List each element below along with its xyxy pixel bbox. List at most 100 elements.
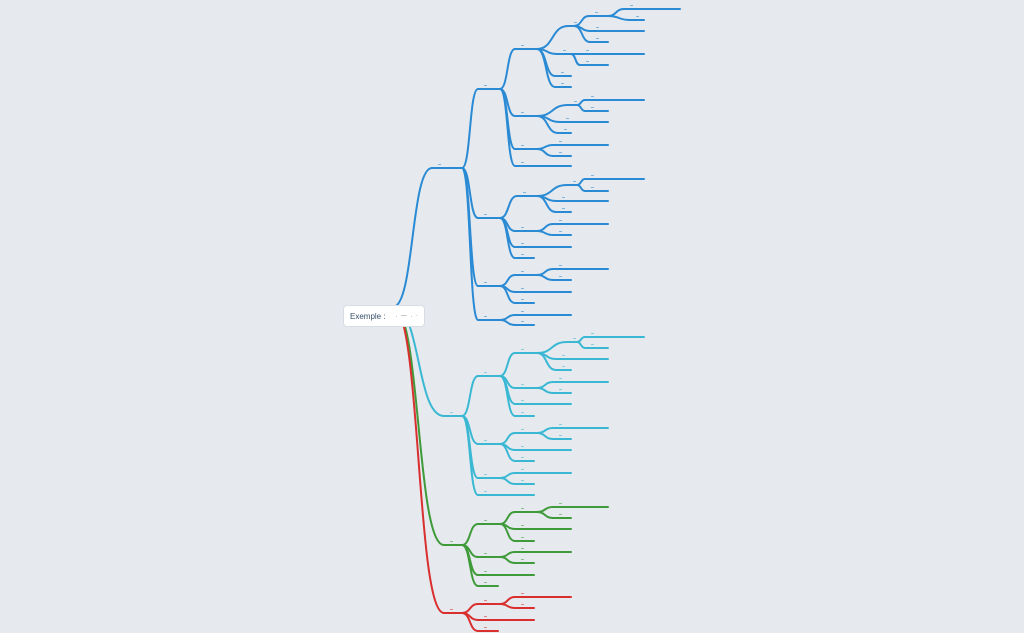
node-label-mark bbox=[521, 112, 524, 113]
node-label-mark bbox=[521, 145, 524, 146]
node-label-mark bbox=[521, 254, 524, 255]
node-label-mark bbox=[586, 50, 589, 51]
root-node[interactable]: Exemple : . — . · bbox=[344, 306, 424, 326]
node-label-mark bbox=[574, 101, 577, 102]
branch-connector bbox=[536, 274, 554, 281]
branch-connector bbox=[536, 184, 568, 197]
node-label-mark bbox=[484, 571, 487, 572]
branch-connector bbox=[461, 415, 479, 496]
node-label-mark bbox=[521, 593, 524, 594]
node-label-mark bbox=[521, 349, 524, 350]
branch-connector bbox=[536, 48, 556, 88]
node-label-mark bbox=[591, 107, 594, 108]
node-label-mark bbox=[521, 299, 524, 300]
branch-connector bbox=[536, 104, 569, 117]
branch-connector bbox=[499, 48, 516, 90]
node-label-mark bbox=[562, 208, 565, 209]
branch-connector bbox=[499, 443, 516, 462]
branch-connector bbox=[461, 603, 479, 614]
node-label-mark bbox=[562, 197, 565, 198]
branch-connector bbox=[536, 195, 557, 213]
node-label-mark bbox=[559, 503, 562, 504]
node-label-mark bbox=[521, 271, 524, 272]
branch-connector bbox=[576, 178, 586, 186]
node-label-mark bbox=[559, 265, 562, 266]
node-label-mark bbox=[484, 214, 487, 215]
node-label-mark bbox=[591, 344, 594, 345]
branch-connector bbox=[570, 53, 581, 66]
branch-connector bbox=[499, 432, 516, 445]
node-label-mark bbox=[484, 627, 487, 628]
node-label-mark bbox=[559, 424, 562, 425]
branch-connector bbox=[536, 387, 554, 394]
branch-connector bbox=[461, 544, 479, 587]
branch-connector bbox=[499, 523, 516, 542]
branch-connector bbox=[499, 596, 516, 605]
node-label-mark bbox=[559, 152, 562, 153]
node-label-mark bbox=[521, 384, 524, 385]
node-label-mark bbox=[521, 525, 524, 526]
node-label-mark bbox=[559, 378, 562, 379]
node-label-mark bbox=[586, 61, 589, 62]
node-label-mark bbox=[630, 5, 633, 6]
node-label-mark bbox=[484, 282, 487, 283]
branch-connector bbox=[499, 285, 516, 304]
node-label-mark bbox=[484, 440, 487, 441]
node-label-mark bbox=[559, 141, 562, 142]
node-label-mark bbox=[573, 338, 576, 339]
mind-map-node-labels bbox=[438, 5, 639, 628]
branch-connector bbox=[536, 148, 554, 157]
branch-connector bbox=[461, 612, 479, 632]
node-label-mark bbox=[484, 491, 487, 492]
node-label-mark bbox=[591, 333, 594, 334]
branch-connector bbox=[499, 477, 516, 485]
node-label-mark bbox=[521, 548, 524, 549]
node-label-mark bbox=[450, 541, 453, 542]
node-label-mark bbox=[591, 96, 594, 97]
branch-connector bbox=[499, 375, 516, 417]
branch-connector bbox=[499, 274, 516, 287]
node-label-mark bbox=[559, 276, 562, 277]
node-label-mark bbox=[484, 316, 487, 317]
branch-connector bbox=[461, 523, 479, 546]
node-label-mark bbox=[564, 129, 567, 130]
node-label-mark bbox=[521, 400, 524, 401]
node-label-mark bbox=[521, 243, 524, 244]
node-label-mark bbox=[573, 181, 576, 182]
branch-connector bbox=[536, 341, 568, 354]
node-label-mark bbox=[559, 220, 562, 221]
mind-map-edges bbox=[392, 8, 681, 632]
branch-connector bbox=[576, 104, 586, 112]
node-label-mark bbox=[521, 429, 524, 430]
branch-connector bbox=[607, 8, 625, 17]
branch-connector bbox=[576, 184, 586, 192]
branch-connector bbox=[573, 25, 591, 43]
node-label-mark bbox=[559, 514, 562, 515]
node-label-mark bbox=[561, 72, 564, 73]
branch-connector bbox=[536, 223, 554, 232]
branch-connector bbox=[607, 15, 631, 21]
node-label-mark bbox=[521, 412, 524, 413]
node-label-mark bbox=[566, 118, 569, 119]
node-label-mark bbox=[484, 582, 487, 583]
node-label-mark bbox=[562, 355, 565, 356]
branch-connector bbox=[461, 167, 479, 321]
node-label-mark bbox=[521, 480, 524, 481]
branch-connector bbox=[536, 268, 554, 276]
branch-connector bbox=[461, 88, 479, 169]
node-label-mark bbox=[596, 38, 599, 39]
node-label-mark bbox=[484, 474, 487, 475]
branch-connector bbox=[499, 319, 516, 326]
branch-connector bbox=[573, 15, 590, 27]
node-label-mark bbox=[562, 366, 565, 367]
node-label-mark bbox=[484, 520, 487, 521]
node-label-mark bbox=[521, 508, 524, 509]
node-label-mark bbox=[521, 457, 524, 458]
branch-connector bbox=[536, 115, 559, 134]
root-node-suffix: . — . · bbox=[395, 313, 419, 319]
branch-connector bbox=[499, 556, 516, 564]
branch-connector bbox=[499, 195, 518, 219]
node-label-mark bbox=[559, 231, 562, 232]
node-label-mark bbox=[484, 372, 487, 373]
